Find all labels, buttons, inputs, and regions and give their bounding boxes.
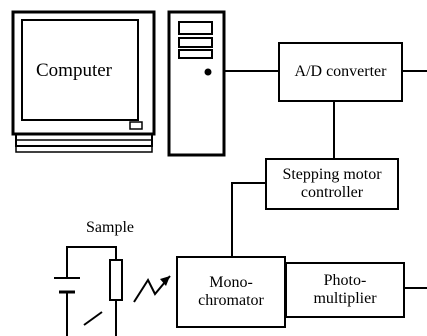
photomultiplier-text: Photo- multiplier <box>313 272 376 309</box>
stepping-motor-controller-box: Stepping motor controller <box>265 158 399 210</box>
photomultiplier-box: Photo- multiplier <box>285 262 405 318</box>
sample-element <box>109 259 123 301</box>
photomultiplier-line1: Photo- <box>323 271 367 289</box>
light-arrowhead-icon <box>160 276 170 286</box>
photomultiplier-line2: multiplier <box>313 290 377 307</box>
circuit-switch <box>83 311 103 326</box>
sample-label: Sample <box>86 219 134 236</box>
monochromator-line1: Mono- <box>209 273 253 291</box>
computer-tower <box>167 10 226 157</box>
monochromator-line2: chromator <box>198 292 264 309</box>
monochromator-box: Mono- chromator <box>176 256 286 328</box>
monochromator-text: Mono- chromator <box>198 274 264 311</box>
stepping-motor-line1: Stepping motor <box>282 165 382 183</box>
stepping-motor-text: Stepping motor controller <box>282 166 381 203</box>
computer-label: Computer <box>36 60 112 81</box>
stepping-motor-line2: controller <box>300 184 364 201</box>
motor-to-mono-line <box>231 182 266 258</box>
sample-circuit-top <box>66 246 117 278</box>
ad-converter-box: A/D converter <box>278 42 403 102</box>
ad-converter-label: A/D converter <box>294 62 387 80</box>
computer-monitor <box>11 10 156 153</box>
light-zigzag-icon <box>133 275 171 303</box>
